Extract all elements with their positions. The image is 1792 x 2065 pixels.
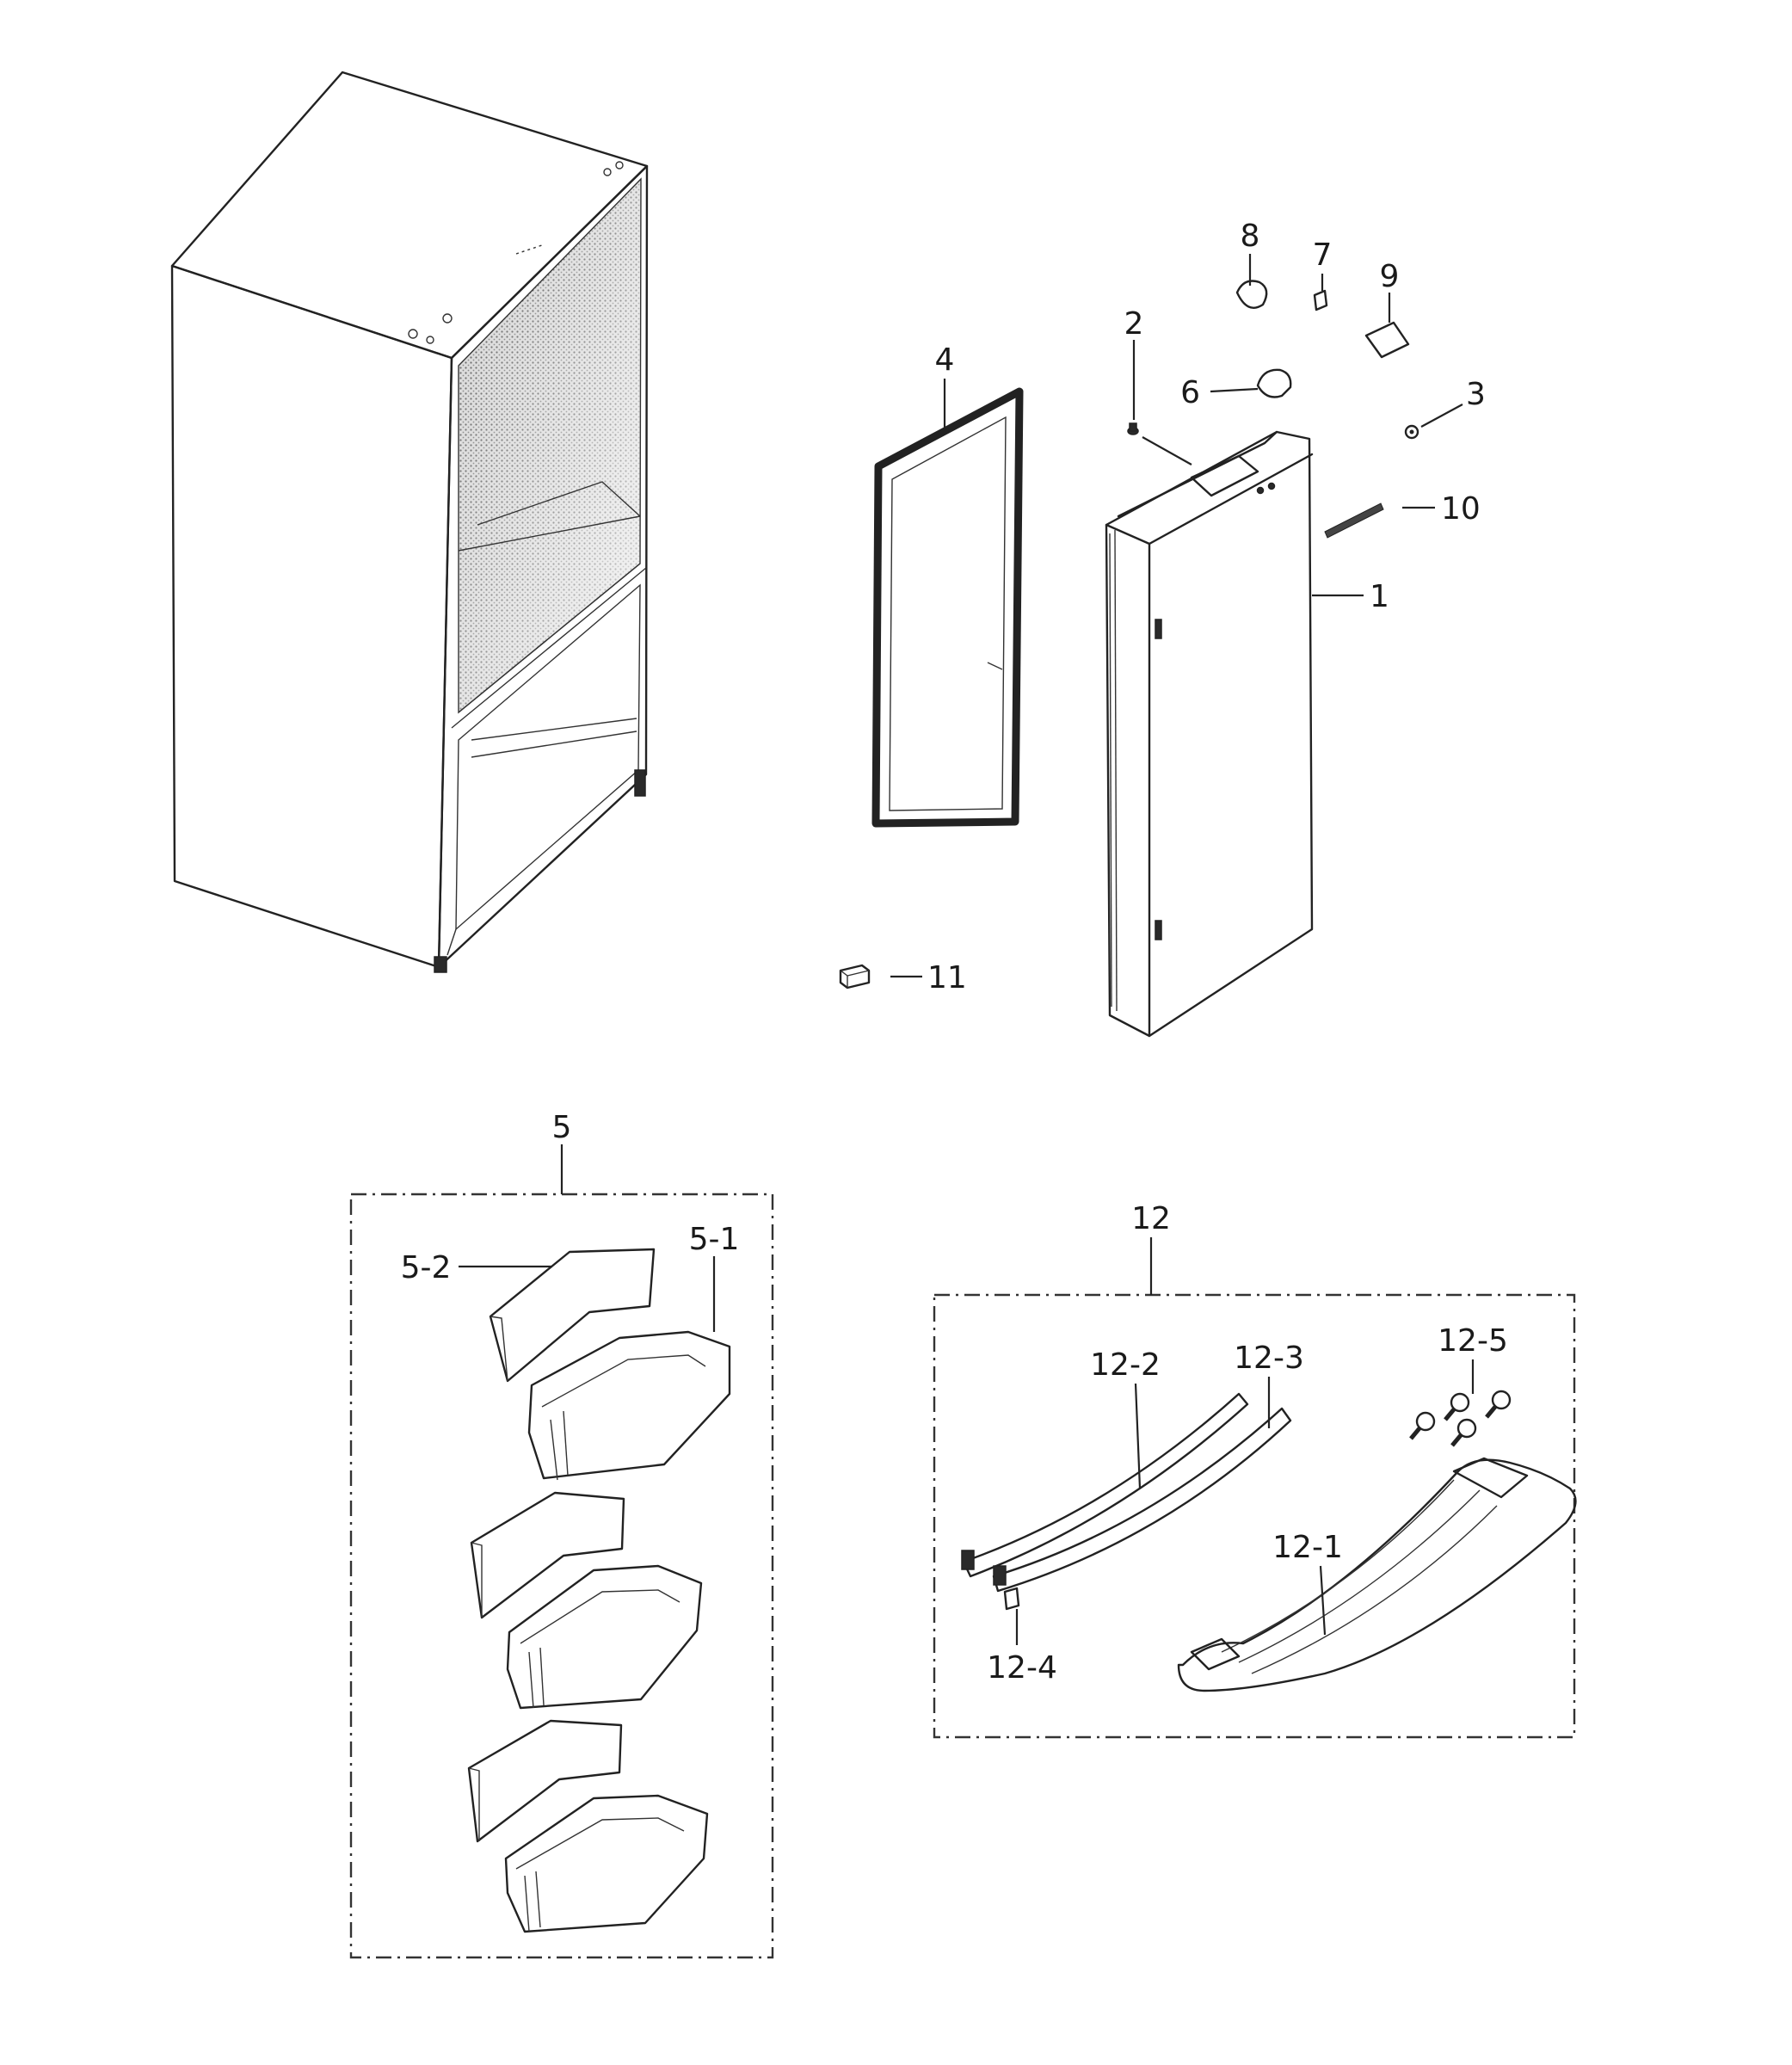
label-4: 4 xyxy=(935,342,955,378)
door-gasket-part-4 xyxy=(871,387,1024,828)
door-bin-set-3 xyxy=(467,1719,709,1933)
screws-part-12-5 xyxy=(1409,1390,1512,1447)
label-6: 6 xyxy=(1180,375,1200,410)
label-12-5: 12-5 xyxy=(1438,1323,1508,1359)
handle-trim-part-12-3 xyxy=(992,1407,1292,1593)
label-7: 7 xyxy=(1313,237,1333,273)
label-12-2: 12-2 xyxy=(1090,1347,1161,1383)
label-1: 1 xyxy=(1370,579,1389,614)
label-2: 2 xyxy=(1124,306,1144,342)
screw-part-2 xyxy=(1127,422,1139,435)
label-12: 12 xyxy=(1131,1201,1171,1236)
hinge-plate-part-9 xyxy=(1364,321,1410,359)
label-12-3: 12-3 xyxy=(1234,1341,1304,1376)
label-5-2: 5-2 xyxy=(401,1250,452,1285)
cap-part-8 xyxy=(1235,280,1268,309)
handle-trim-part-12-2 xyxy=(961,1392,1249,1578)
nut-part-3 xyxy=(1404,424,1419,440)
refrigerator-cabinet xyxy=(170,71,649,973)
part-labels: 4 2 6 8 7 9 3 10 1 11 5 5-2 5-1 12 12-3 … xyxy=(401,219,1508,1686)
leader-lines xyxy=(890,254,1475,1645)
label-5: 5 xyxy=(552,1110,572,1145)
block-part-11 xyxy=(839,964,871,989)
door-bin-group-5 xyxy=(349,1144,774,1959)
label-8: 8 xyxy=(1241,219,1260,254)
door-bin-set-1 xyxy=(489,1248,731,1481)
refrigerator-door-part-1 xyxy=(1105,430,1314,1038)
label-10: 10 xyxy=(1441,491,1481,527)
hinge-cover-part-6 xyxy=(1256,368,1292,398)
handle-kit-group-12 xyxy=(933,1237,1577,1739)
end-cap-part-12-4 xyxy=(1003,1587,1020,1611)
label-12-4: 12-4 xyxy=(987,1650,1057,1686)
door-bin-set-2 xyxy=(470,1491,703,1710)
label-12-1: 12-1 xyxy=(1272,1530,1343,1565)
samsung-logo-part-10 xyxy=(1324,502,1384,539)
label-11: 11 xyxy=(927,960,967,996)
label-9: 9 xyxy=(1380,259,1400,294)
handle-part-12-1 xyxy=(1177,1457,1577,1692)
stopper-part-7 xyxy=(1313,289,1328,311)
label-5-1: 5-1 xyxy=(689,1222,740,1257)
label-3: 3 xyxy=(1466,377,1486,412)
